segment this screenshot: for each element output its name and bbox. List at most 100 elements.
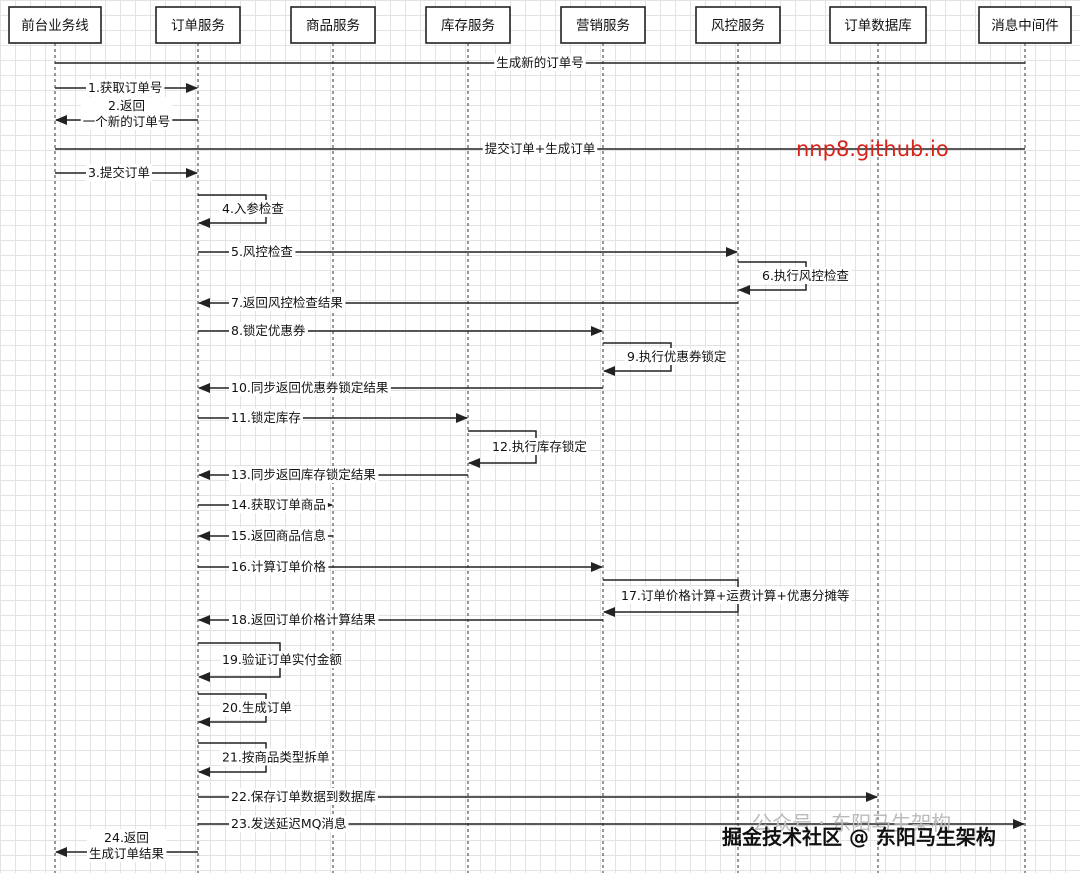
svg-text:8.锁定优惠券: 8.锁定优惠券: [231, 323, 306, 338]
note-label: 提交订单+生成订单: [482, 140, 598, 157]
message-22: 20.生成订单: [198, 693, 294, 727]
message-label: 3.提交订单: [86, 164, 152, 181]
actor-box-product: [290, 6, 376, 44]
actor-box-stock: [425, 6, 511, 44]
actor-label-order: 订单服务: [171, 18, 225, 34]
message-17: 15.返回商品信息: [198, 527, 333, 544]
message-label: 1.获取订单号: [86, 79, 165, 96]
message-3: 2.返回一个新的订单号: [55, 97, 198, 130]
actor-box-mkt: [560, 6, 646, 44]
message-18: 16.计算订单价格: [198, 558, 603, 575]
actor-label-mq: 消息中间件: [991, 17, 1059, 34]
message-10: 8.锁定优惠券: [198, 322, 603, 339]
svg-text:7.返回风控检查结果: 7.返回风控检查结果: [231, 295, 343, 310]
message-label: 13.同步返回库存锁定结果: [229, 466, 379, 483]
self-call-label: 21.按商品类型拆单: [220, 748, 332, 766]
lifelines: [54, 43, 1026, 873]
actor-label-product: 商品服务: [306, 18, 360, 34]
message-label: 10.同步返回优惠券锁定结果: [229, 379, 391, 396]
message-label: 8.锁定优惠券: [229, 322, 308, 339]
svg-text:12.执行库存锁定: 12.执行库存锁定: [492, 439, 587, 454]
message-26: 24.返回生成订单结果: [55, 829, 198, 862]
message-14: 12.执行库存锁定: [468, 430, 589, 468]
message-label: 2.返回一个新的订单号: [80, 97, 173, 130]
message-label: 16.计算订单价格: [229, 558, 329, 575]
message-7: 5.风控检查: [198, 243, 738, 260]
message-16: 14.获取订单商品: [198, 496, 333, 513]
message-9: 7.返回风控检查结果: [198, 294, 738, 311]
message-label: 5.风控检查: [229, 243, 296, 260]
self-call-label: 6.执行风控检查: [760, 267, 852, 284]
svg-text:提交订单+生成订单: 提交订单+生成订单: [485, 141, 595, 156]
message-8: 6.执行风控检查: [738, 261, 852, 295]
svg-text:20.生成订单: 20.生成订单: [222, 700, 292, 715]
svg-text:13.同步返回库存锁定结果: 13.同步返回库存锁定结果: [231, 467, 376, 482]
message-5: 3.提交订单: [55, 164, 198, 181]
actor-label-fe: 前台业务线: [21, 17, 89, 34]
svg-text:10.同步返回优惠券锁定结果: 10.同步返回优惠券锁定结果: [231, 380, 389, 395]
svg-text:16.计算订单价格: 16.计算订单价格: [231, 559, 326, 574]
svg-text:11.锁定库存: 11.锁定库存: [231, 410, 301, 425]
self-call-label: 12.执行库存锁定: [490, 438, 589, 455]
svg-text:生成新的订单号: 生成新的订单号: [496, 55, 584, 70]
svg-text:3.提交订单: 3.提交订单: [88, 165, 150, 180]
actor-label-mkt: 营销服务: [576, 18, 630, 34]
actor-label-risk: 风控服务: [711, 18, 765, 34]
actor-row: 前台业务线订单服务商品服务库存服务营销服务风控服务订单数据库消息中间件: [8, 6, 1072, 44]
cross-call-label: 17.订单价格计算+运费计算+优惠分摊等: [619, 587, 852, 604]
svg-text:14.获取订单商品: 14.获取订单商品: [231, 497, 326, 512]
message-12: 10.同步返回优惠券锁定结果: [198, 379, 603, 396]
message-24: 22.保存订单数据到数据库: [198, 788, 878, 805]
message-20: 18.返回订单价格计算结果: [198, 611, 603, 628]
message-25: 23.发送延迟MQ消息: [198, 815, 1025, 832]
message-6: 4.入参检查: [198, 194, 287, 228]
watermarks: nnp8.github.io 公众号 · 东阳马生架构 掘金技术社区 @ 东阳马…: [722, 137, 996, 849]
self-call-label: 9.执行优惠券锁定: [625, 348, 729, 365]
svg-text:5.风控检查: 5.风控检查: [231, 244, 293, 259]
message-4: 提交订单+生成订单: [55, 140, 1025, 157]
message-15: 13.同步返回库存锁定结果: [198, 466, 468, 483]
message-21: 19.验证订单实付金额: [198, 642, 345, 682]
message-label: 11.锁定库存: [229, 409, 303, 426]
svg-text:15.返回商品信息: 15.返回商品信息: [231, 528, 326, 543]
message-13: 11.锁定库存: [198, 409, 468, 426]
svg-text:18.返回订单价格计算结果: 18.返回订单价格计算结果: [231, 612, 376, 627]
faint-watermark: 公众号 · 东阳马生架构: [752, 811, 951, 835]
message-label: 23.发送延迟MQ消息: [229, 815, 349, 832]
svg-text:22.保存订单数据到数据库: 22.保存订单数据到数据库: [231, 789, 376, 804]
note-label: 生成新的订单号: [494, 54, 586, 71]
site-watermark: nnp8.github.io: [796, 137, 949, 161]
svg-text:23.发送延迟MQ消息: 23.发送延迟MQ消息: [231, 816, 347, 831]
svg-text:2.返回一个新的订单号: 2.返回一个新的订单号: [83, 98, 171, 129]
message-19: 17.订单价格计算+运费计算+优惠分摊等: [603, 579, 852, 617]
actor-box-order: [155, 6, 241, 44]
message-label: 7.返回风控检查结果: [229, 294, 346, 311]
self-call-label: 19.验证订单实付金额: [220, 651, 345, 668]
message-label: 14.获取订单商品: [229, 496, 328, 513]
svg-text:24.返回生成订单结果: 24.返回生成订单结果: [89, 830, 165, 861]
message-label: 18.返回订单价格计算结果: [229, 611, 379, 628]
message-label: 24.返回生成订单结果: [86, 829, 167, 862]
actor-label-db: 订单数据库: [844, 18, 912, 34]
actor-box-fe: [8, 6, 102, 44]
actor-box-db: [829, 6, 927, 44]
actor-box-risk: [695, 6, 781, 44]
juejin-watermark: 掘金技术社区 @ 东阳马生架构: [722, 825, 996, 849]
self-call-label: 4.入参检查: [220, 200, 287, 217]
svg-text:9.执行优惠券锁定: 9.执行优惠券锁定: [627, 349, 726, 364]
message-23: 21.按商品类型拆单: [198, 742, 332, 777]
message-label: 15.返回商品信息: [229, 527, 328, 544]
svg-text:1.获取订单号: 1.获取订单号: [88, 80, 162, 95]
message-label: 22.保存订单数据到数据库: [229, 788, 378, 805]
svg-text:17.订单价格计算+运费计算+优惠分摊等: 17.订单价格计算+运费计算+优惠分摊等: [621, 588, 849, 603]
svg-text:6.执行风控检查: 6.执行风控检查: [762, 268, 849, 283]
svg-text:4.入参检查: 4.入参检查: [222, 201, 284, 216]
svg-text:21.按商品类型拆单: 21.按商品类型拆单: [222, 750, 329, 765]
message-2: 1.获取订单号: [55, 79, 198, 96]
svg-text:19.验证订单实付金额: 19.验证订单实付金额: [222, 652, 342, 667]
message-11: 9.执行优惠券锁定: [603, 342, 729, 376]
self-call-label: 20.生成订单: [220, 699, 294, 716]
actor-box-mq: [978, 6, 1072, 44]
